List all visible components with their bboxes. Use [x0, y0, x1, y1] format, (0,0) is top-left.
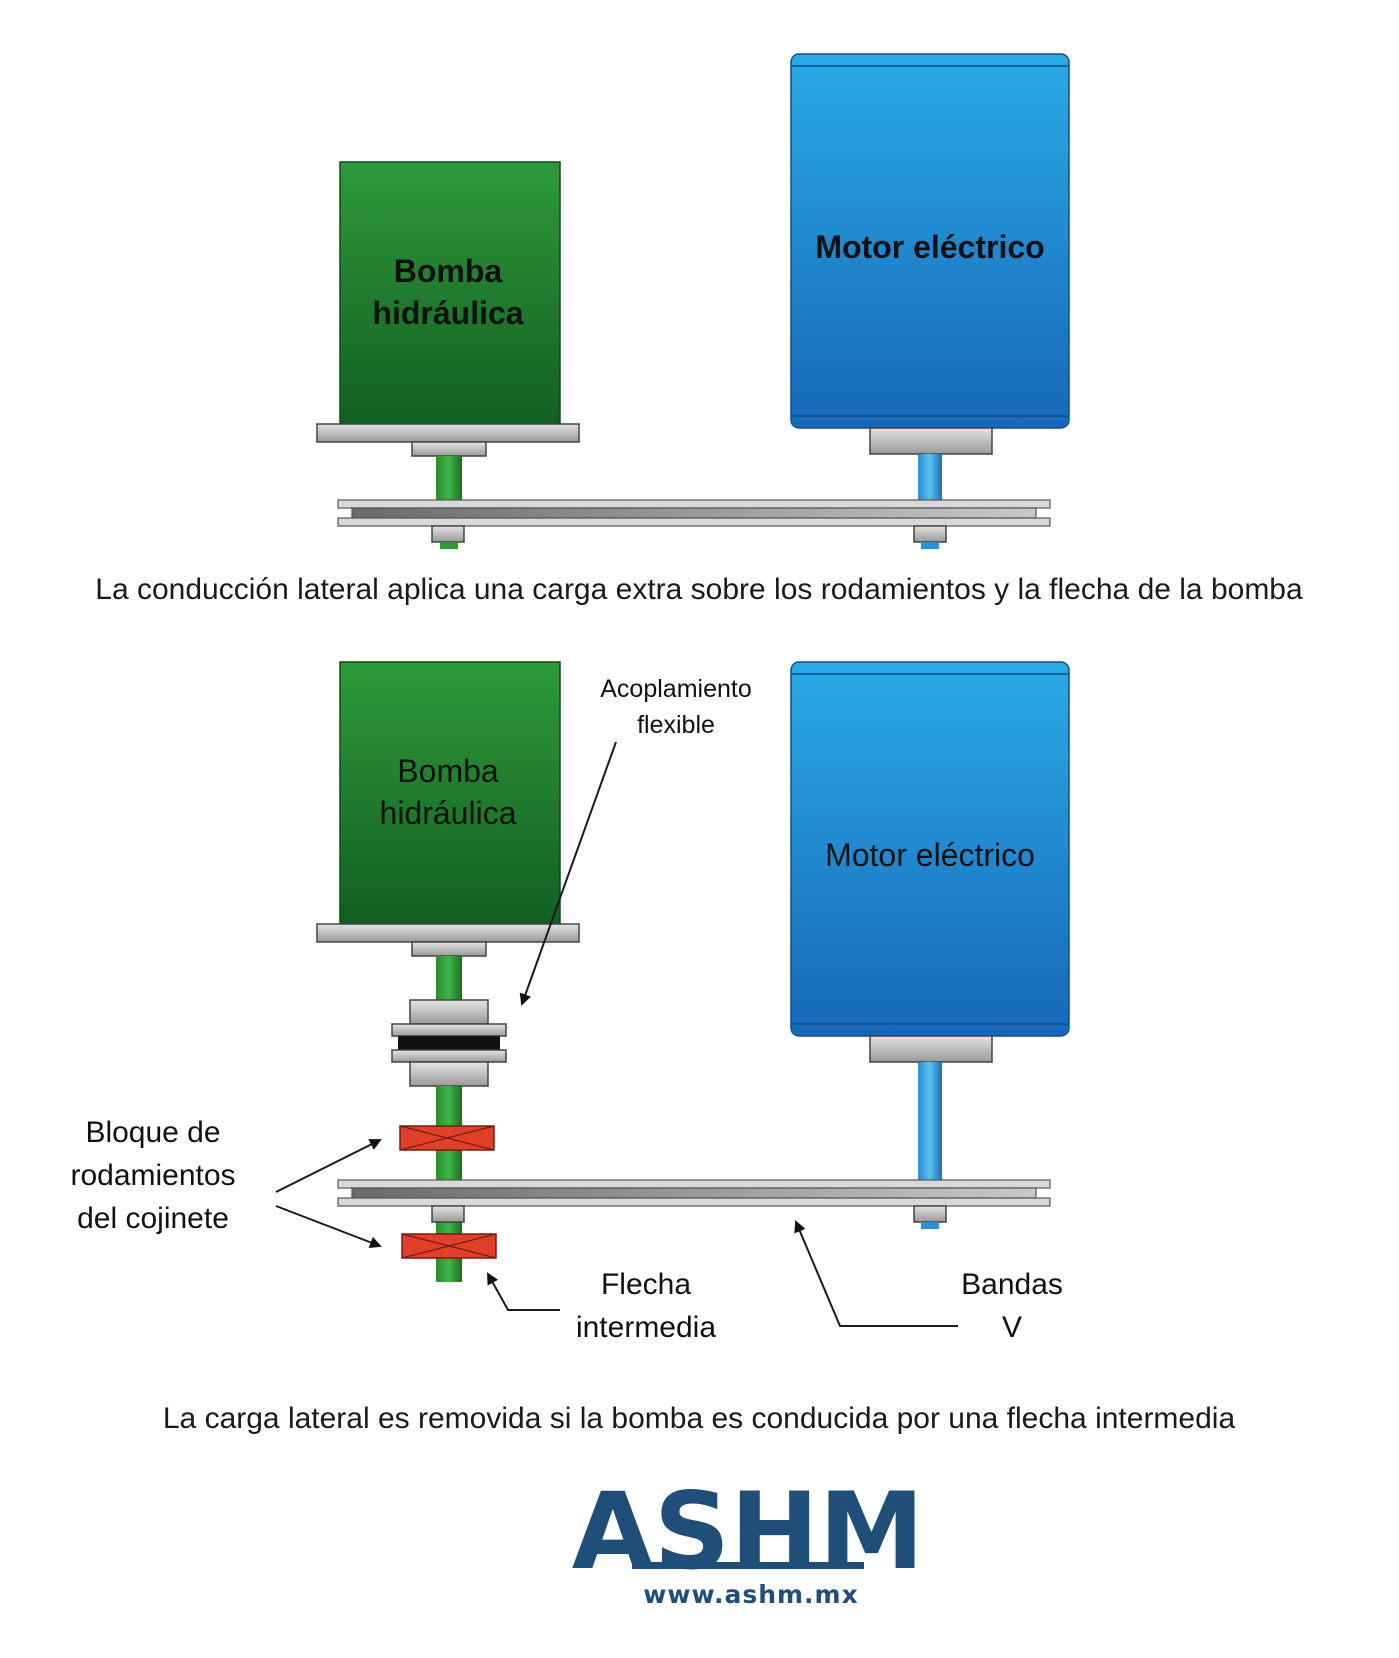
hydraulic-pump: Bomba hidráulica: [316, 161, 580, 457]
pump-label-line1: Bomba: [394, 253, 503, 289]
electric-motor-2: Motor eléctrico: [790, 661, 1070, 1063]
diagram-side-drive: Bomba hidráulica Motor eléctrico La cond…: [95, 53, 1303, 606]
motor2-shaft-end: [921, 1222, 939, 1229]
shaft-label-line1: Flecha: [601, 1268, 691, 1301]
belts-arrow: [794, 1220, 958, 1327]
motor2-shaft-collar: [869, 1035, 993, 1063]
motor2-label: Motor eléctrico: [825, 837, 1035, 873]
logo-brand: ASHM: [572, 1470, 925, 1593]
hydraulic-pump-2: Bomba hidráulica: [316, 661, 580, 957]
pump-mounting-flange: [316, 423, 580, 443]
coupling-label-line1: Acoplamiento: [600, 675, 751, 703]
bearing-label-line1: Bloque de: [85, 1116, 220, 1149]
pump2-label-line2: hidráulica: [380, 795, 517, 831]
motor-shaft-collar: [869, 427, 993, 455]
bearing-arrow-upper: [275, 1139, 382, 1193]
bearing-block-lower: [401, 1233, 497, 1259]
bearing-block-upper: [399, 1125, 495, 1151]
pump2-mounting-flange: [316, 923, 580, 943]
pump2-shaft: [436, 956, 462, 1000]
pump2-label-line1: Bomba: [397, 753, 499, 789]
pump2-shaft-collar: [411, 941, 487, 957]
pump-pulley-hub: [431, 525, 465, 543]
v-belts: [337, 1179, 1051, 1207]
motor-shaft: [918, 454, 942, 500]
pump-shaft: [436, 456, 462, 500]
motor2-pulley-hub: [913, 1205, 947, 1223]
bearing-arrow-lower: [275, 1205, 382, 1249]
shaft-label-line2: intermedia: [576, 1311, 716, 1344]
bearing-label-line2: rodamientos: [70, 1159, 235, 1192]
caption-side-drive: La conducción lateral aplica una carga e…: [95, 573, 1303, 606]
shaft-arrow: [487, 1272, 560, 1311]
pump-shaft-end: [440, 542, 458, 549]
motor-pulley-hub: [913, 525, 947, 543]
belts-label-line1: Bandas: [961, 1268, 1063, 1301]
flexible-coupling: [391, 999, 507, 1087]
motor2-shaft: [918, 1062, 942, 1180]
jackshaft-pulley-hub: [431, 1205, 465, 1223]
ashm-logo: ASHM www.ashm.mx: [572, 1470, 925, 1609]
diagram-jackshaft-drive: Bomba hidráulica: [70, 661, 1236, 1435]
coupling-arrow: [519, 741, 617, 1006]
logo-url: www.ashm.mx: [643, 1580, 858, 1609]
bearing-label-line3: del cojinete: [77, 1202, 229, 1235]
pump-label-line2: hidráulica: [372, 295, 523, 331]
pump-shaft-collar: [411, 441, 487, 457]
coupling-label-line2: flexible: [637, 711, 715, 739]
logo-underline: [632, 1562, 864, 1569]
motor-shaft-end: [921, 542, 939, 549]
electric-motor: Motor eléctrico: [790, 53, 1070, 455]
belt-assembly: [337, 499, 1051, 527]
belts-label-line2: V: [1002, 1311, 1022, 1344]
caption-jackshaft-drive: La carga lateral es removida si la bomba…: [163, 1402, 1236, 1435]
motor-label: Motor eléctrico: [815, 229, 1044, 265]
